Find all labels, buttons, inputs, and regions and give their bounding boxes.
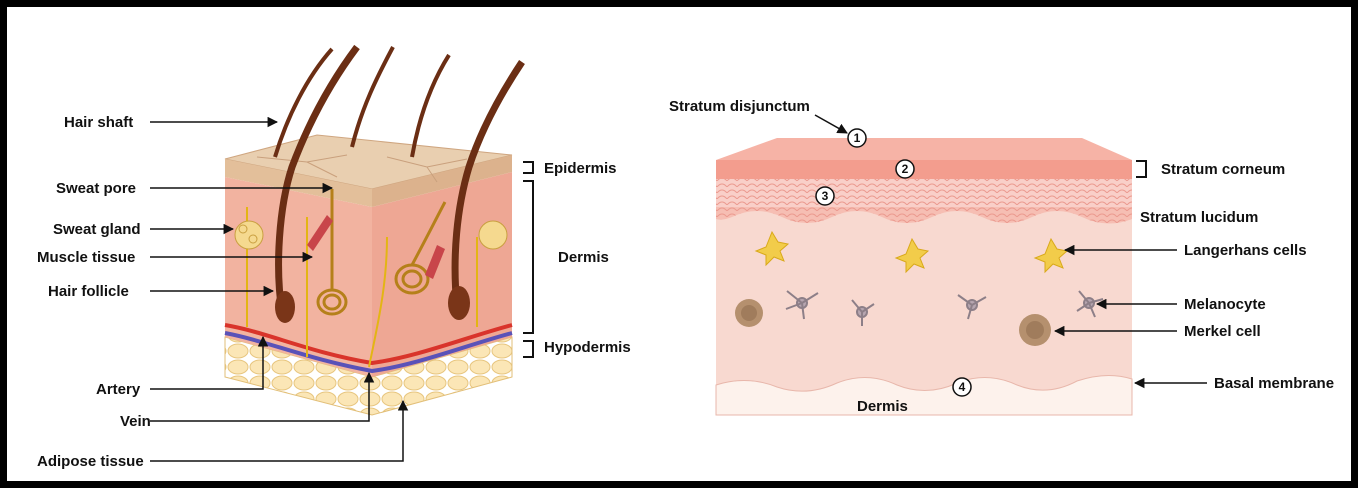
label-muscle-tissue: Muscle tissue: [37, 249, 135, 266]
section-body: [716, 207, 1132, 415]
svg-text:2: 2: [902, 162, 909, 176]
marker-3: 3: [816, 187, 834, 205]
marker-4: 4: [953, 378, 971, 396]
label-merkel-cell: Merkel cell: [1184, 323, 1261, 340]
bracket-epidermis: [523, 162, 533, 173]
bracket-dermis: [523, 181, 533, 333]
stratum-disjunctum-layer: [716, 138, 1132, 160]
label-langerhans-cells: Langerhans cells: [1184, 242, 1307, 259]
sweat-gland-right-illustration: [479, 221, 507, 249]
label-stratum-corneum: Stratum corneum: [1161, 161, 1285, 178]
bracket-hypodermis: [523, 341, 533, 357]
arrow-stratum-disjunctum: [815, 115, 847, 133]
epidermis-section-illustration: [716, 138, 1132, 415]
label-basal-membrane: Basal membrane: [1214, 375, 1334, 392]
skin-diagram-canvas: Hair shaft Sweat pore Sweat gland Muscle…: [7, 7, 1358, 495]
label-vein: Vein: [120, 413, 151, 430]
label-artery: Artery: [96, 381, 141, 398]
label-dermis: Dermis: [558, 249, 609, 266]
label-hypodermis: Hypodermis: [544, 339, 631, 356]
label-sweat-pore: Sweat pore: [56, 180, 136, 197]
label-stratum-lucidum: Stratum lucidum: [1140, 209, 1258, 226]
bracket-stratum-corneum: [1136, 161, 1146, 177]
skin-block-illustration: [225, 47, 522, 415]
svg-text:1: 1: [854, 131, 861, 145]
label-sweat-gland: Sweat gland: [53, 221, 141, 238]
svg-text:4: 4: [959, 380, 966, 394]
label-melanocyte: Melanocyte: [1184, 296, 1266, 313]
label-adipose-tissue: Adipose tissue: [37, 453, 144, 470]
label-hair-shaft: Hair shaft: [64, 114, 133, 131]
label-stratum-disjunctum: Stratum disjunctum: [669, 98, 810, 115]
label-epidermis: Epidermis: [544, 160, 617, 177]
stratum-corneum-layer: [716, 160, 1132, 179]
sweat-gland-illustration: [235, 221, 263, 249]
svg-text:3: 3: [822, 189, 829, 203]
marker-2: 2: [896, 160, 914, 178]
marker-1: 1: [848, 129, 866, 147]
label-hair-follicle: Hair follicle: [48, 283, 129, 300]
label-dermis-section: Dermis: [857, 398, 908, 415]
